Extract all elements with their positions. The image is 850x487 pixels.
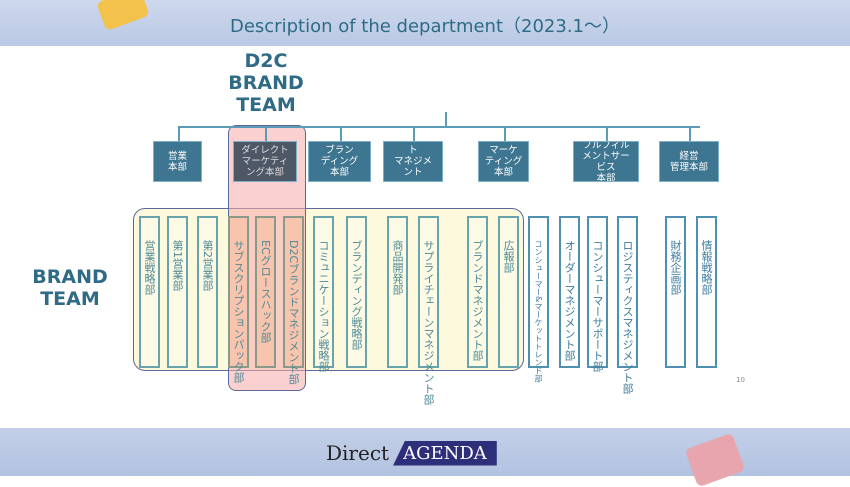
logo-word-direct: Direct bbox=[326, 441, 390, 465]
department-box: 営業戦略部 bbox=[139, 216, 160, 368]
department-box: ブランディング戦略部 bbox=[346, 216, 367, 368]
direct-agenda-logo: Direct AGENDA bbox=[326, 440, 497, 466]
department-box: 広報部 bbox=[498, 216, 519, 368]
org-connector bbox=[689, 127, 691, 141]
page-number: 10 bbox=[736, 376, 745, 384]
department-box: ECグロースハック部 bbox=[255, 216, 276, 368]
department-box: ブランドマネジメント部 bbox=[467, 216, 488, 368]
headquarters-box: マーケ ティング 本部 bbox=[478, 141, 529, 182]
headquarters-box: フルフィル メントサー ビス 本部 bbox=[573, 141, 639, 182]
department-box: ロジスティクスマネジメント部 bbox=[617, 216, 638, 394]
org-connector bbox=[503, 127, 506, 141]
headquarters-box: ト マネジメ ント bbox=[383, 141, 443, 182]
slide-title: Description of the department（2023.1～） bbox=[229, 16, 621, 37]
brand-team-label: BRAND TEAM bbox=[32, 266, 108, 310]
headquarters-box: ダイレクト マーケティ ング本部 bbox=[233, 141, 297, 182]
department-box: サプライチェーンマネジメント部 bbox=[418, 216, 439, 405]
department-box: サブスクリプションパック部 bbox=[228, 216, 249, 383]
org-connector bbox=[413, 127, 415, 141]
d2c-brand-team-label: D2C BRAND TEAM bbox=[228, 50, 304, 116]
headquarters-box: ブラン ディング 本部 bbox=[308, 141, 371, 182]
org-connector bbox=[606, 127, 608, 141]
org-connector bbox=[178, 126, 700, 128]
department-box: 第1営業部 bbox=[167, 216, 188, 368]
department-box: 情報戦略部 bbox=[696, 216, 717, 368]
department-box: オーダーマネジメント部 bbox=[559, 216, 580, 368]
department-box: コンシューマーサポート部 bbox=[587, 216, 608, 372]
org-connector bbox=[339, 127, 342, 141]
department-box: コンシューマー&マーケットトレンド部 bbox=[528, 216, 549, 382]
org-connector bbox=[177, 127, 180, 141]
department-box: 財務企画部 bbox=[665, 216, 686, 368]
headquarters-box: 営業 本部 bbox=[153, 141, 202, 182]
org-connector bbox=[265, 127, 267, 141]
department-box: 商品開発部 bbox=[387, 216, 408, 368]
org-connector bbox=[445, 112, 447, 127]
department-box: 第2営業部 bbox=[197, 216, 218, 368]
department-box: コミュニケーション戦略部 bbox=[313, 216, 334, 372]
headquarters-box: 経営 管理本部 bbox=[659, 141, 719, 182]
logo-word-agenda: AGENDA bbox=[393, 440, 497, 466]
department-box: D2Cブランドマネジメント部 bbox=[283, 216, 304, 384]
